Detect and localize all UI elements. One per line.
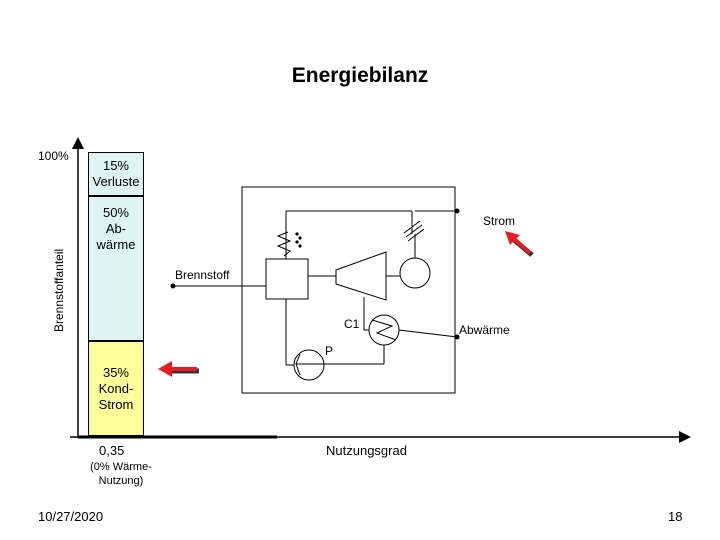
system-boundary: [241, 186, 456, 394]
turbine-shape: [335, 251, 387, 301]
power-output-dot: [454, 208, 460, 214]
x-axis-value: 0,35: [99, 443, 125, 458]
waste-heat-dot: [454, 334, 460, 340]
power-output-arrow-icon: [505, 231, 534, 257]
losses-label: Verluste: [92, 174, 140, 189]
condensing-power-block: 35%Kond-Strom: [88, 341, 144, 436]
condenser-label: C1: [344, 317, 360, 331]
pump-circle: [293, 349, 325, 381]
condenser-coil-icon: [371, 319, 397, 341]
losses-pct: 15%: [102, 158, 129, 173]
y-axis-top-label: 100%: [38, 149, 69, 163]
footer-page: 18: [668, 509, 683, 524]
waste-heat-line: [398, 329, 458, 338]
waste-heat-label-1: Ab-: [105, 221, 127, 236]
page-title: Energiebilanz: [291, 64, 429, 87]
waste-heat-block: 50%Ab-wärme: [88, 196, 144, 341]
heater-zigzag-icon: [276, 231, 292, 257]
condensing-pct: 35%: [102, 364, 129, 380]
fuel-label: Brennstoff: [175, 268, 230, 282]
flame-dots-icon: [295, 232, 302, 248]
x-axis-note-line-1: (0% Wärme-: [90, 461, 152, 473]
condensing-label-2: Strom: [98, 396, 134, 412]
condensing-label-1: Kond-: [98, 380, 134, 396]
condensing-power-arrow-icon: [158, 361, 199, 377]
waste-heat-output-label: Abwärme: [459, 323, 510, 337]
power-symbol-icon: [403, 220, 425, 242]
x-axis-note-line-2: Nutzung): [98, 475, 144, 487]
x-axis-label: Nutzungsgrad: [326, 443, 407, 458]
waste-heat-label-2: wärme: [96, 237, 136, 252]
pump-label: P: [325, 344, 334, 358]
losses-block: 15%Verluste: [88, 152, 144, 196]
footer-date: 10/27/2020: [38, 509, 104, 524]
generator-circle: [399, 257, 431, 289]
steam-generator-box: [265, 258, 309, 300]
x-axis-note: (0% Wärme- Nutzung): [78, 460, 164, 488]
power-label: Strom: [483, 214, 516, 228]
waste-heat-pct: 50%: [102, 205, 129, 220]
fuel-dot: [170, 283, 176, 289]
